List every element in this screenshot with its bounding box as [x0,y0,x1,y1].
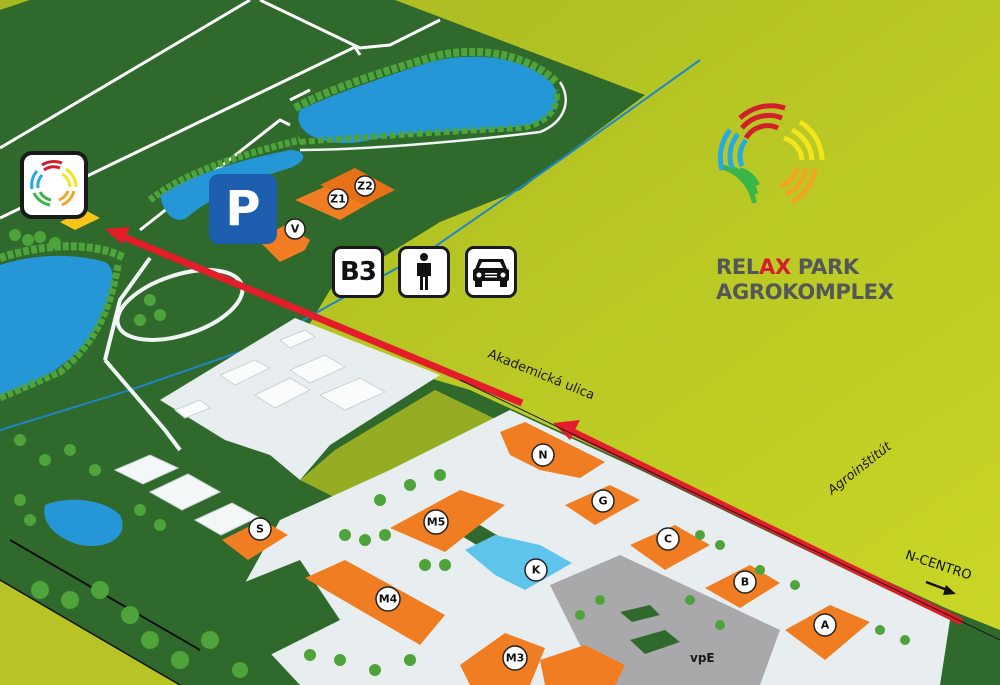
svg-text:M4: M4 [379,593,398,606]
label-c[interactable]: C [656,527,680,551]
svg-text:C: C [664,533,672,546]
label-m5[interactable]: M5 [423,509,449,535]
car-icon [473,259,509,287]
svg-text:Z2: Z2 [357,180,373,193]
svg-text:G: G [598,495,607,508]
svg-text:K: K [532,564,541,577]
vpe-label: vpE [690,651,715,665]
entrance-logo-marker[interactable] [20,151,88,219]
parking-label: P [225,181,261,237]
parking-sign[interactable]: P [209,174,277,244]
svg-text:A: A [821,619,830,632]
svg-text:V: V [291,223,300,236]
label-g[interactable]: G [591,489,615,513]
label-m3[interactable]: M3 [502,645,528,671]
relax-park-logo-icon [717,103,825,205]
brand-line-1: RELAX PARK [716,255,859,279]
label-z2[interactable]: Z2 [354,175,376,197]
label-k[interactable]: K [524,558,548,582]
label-b[interactable]: B [733,570,757,594]
buildings [222,168,870,685]
toilet-sign[interactable] [398,246,450,298]
trees [9,229,910,678]
svg-text:Z1: Z1 [330,193,346,206]
b3-label: B3 [340,257,377,287]
left-lake [0,255,113,395]
brand-title: RELAX PARK AGROKOMPLEX [716,255,894,305]
relax-park-small-logo-icon [30,160,78,207]
entrance-marker [60,210,100,230]
bus-stop-b3-sign[interactable]: B3 [332,246,384,298]
label-a[interactable]: A [813,613,837,637]
brand-line-2: AGROKOMPLEX [716,280,894,304]
field-paths [0,0,441,232]
label-n[interactable]: N [531,443,555,467]
svg-text:M5: M5 [427,516,446,529]
svg-text:M3: M3 [506,652,525,665]
label-v[interactable]: V [284,218,306,240]
car-sign[interactable] [465,246,517,298]
upper-lake [298,56,558,144]
industrial-block [160,318,440,480]
svg-text:N: N [538,449,547,462]
vpe-lot [550,555,780,685]
svg-text:B: B [741,576,749,589]
label-s[interactable]: S [248,517,272,541]
label-m4[interactable]: M4 [375,586,401,612]
arrow-right-icon [925,580,956,595]
building-m4[interactable] [305,560,445,645]
label-z1[interactable]: Z1 [327,188,349,210]
person-icon [417,253,431,290]
svg-text:S: S [256,523,264,536]
building-labels: Z1 Z2 V N G C B A M5 K M4 M3 S [248,175,837,671]
